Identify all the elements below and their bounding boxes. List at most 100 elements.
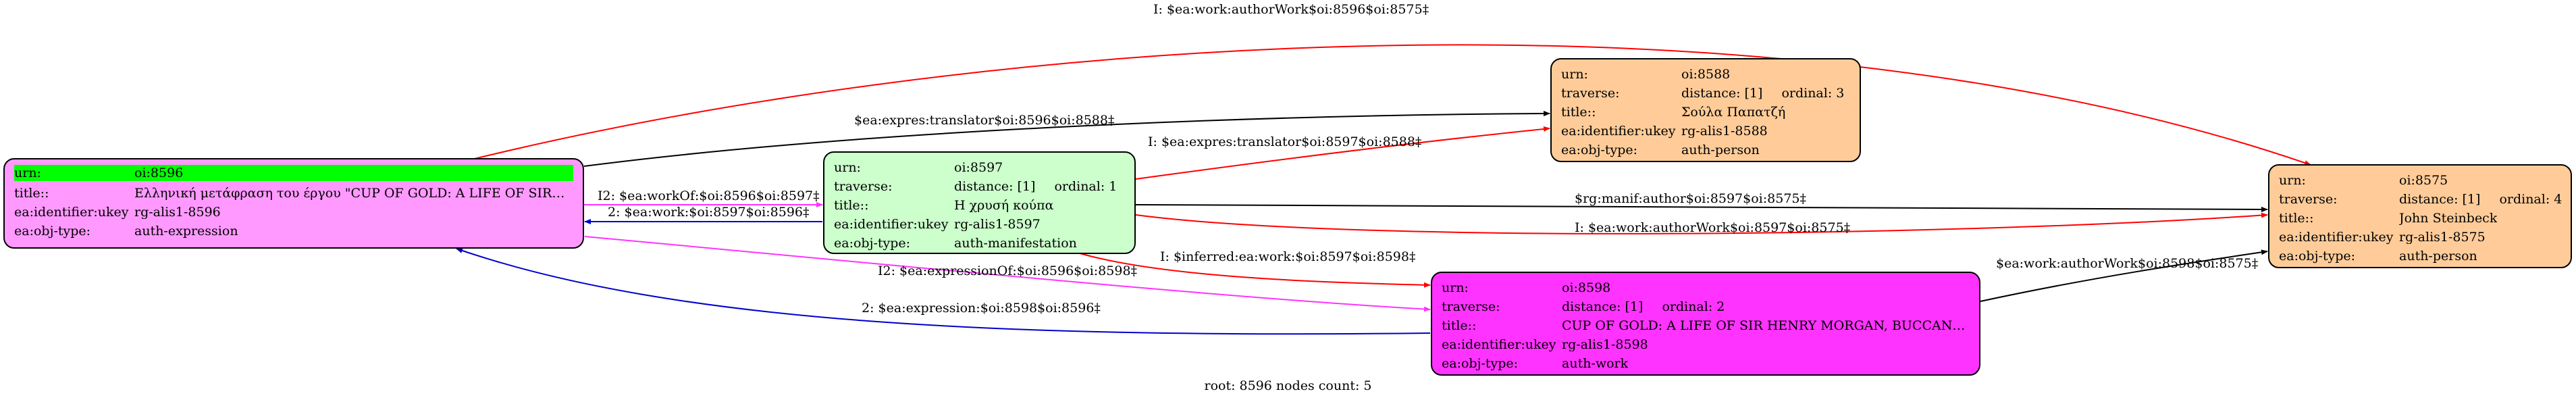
node-8597-title-key: title:: [834, 197, 869, 213]
node-8575-title: John Steinbeck [2399, 211, 2498, 225]
edge-label-work-8597-8596: 2: $ea:work:$oi:8597$oi:8596‡ [608, 205, 810, 220]
node-8596-ident: rg-alis1-8596 [134, 205, 221, 219]
node-8596-urn-key: urn: [14, 165, 41, 180]
edge-label-expression-8598-8596: 2: $ea:expression:$oi:8598$oi:8596‡ [862, 301, 1101, 316]
edge-authorwork-8598-8575 [1980, 249, 2268, 302]
node-8588-traverse-row: traverse: distance: [1] ordinal: 3 [1561, 84, 1850, 103]
node-8598-urn: oi:8598 [1562, 281, 1611, 295]
node-8588-type: auth-person [1681, 143, 1760, 157]
node-8598[interactable]: urn: oi:8598 traverse: distance: [1] ord… [1431, 272, 1980, 376]
node-8596-urn-row: urn: oi:8596 [14, 165, 573, 181]
node-8588-ident-row: ea:identifier:ukey rg-alis1-8588 [1561, 122, 1850, 141]
node-8597-traverse-key: traverse: [834, 178, 893, 194]
node-8588-title: Σούλα Παπατζή [1681, 105, 1786, 119]
node-8596-title-key: title:: [14, 185, 49, 201]
node-8597-distance: distance: [1] [954, 178, 1036, 194]
edge-label-authorwork-8597-8575: I: $ea:work:authorWork$oi:8597$oi:8575‡ [1575, 220, 1850, 235]
node-8588-type-key: ea:obj-type: [1561, 142, 1638, 157]
node-8598-type: auth-work [1562, 357, 1629, 370]
edge-label-expressionof-8596-8598: I2: $ea:expressionOf:$oi:8596$oi:8598‡ [878, 264, 1137, 278]
node-8575-type-key: ea:obj-type: [2279, 248, 2356, 264]
node-8597-urn: oi:8597 [954, 161, 1003, 174]
edge-translator-8597-8588 [1135, 126, 1550, 180]
edge-translator-8596-8588 [583, 111, 1550, 167]
edge-inferred-8597-8598 [1066, 249, 1431, 288]
node-8575-traverse-key: traverse: [2279, 191, 2338, 207]
node-8598-title: CUP OF GOLD: A LIFE OF SIR HENRY MORGAN,… [1562, 319, 1970, 332]
node-8598-type-row: ea:obj-type: auth-work [1442, 354, 1970, 373]
node-8575-type-row: ea:obj-type: auth-person [2279, 247, 2561, 266]
node-8575-traverse-row: traverse: distance: [1] ordinal: 4 [2279, 190, 2562, 209]
node-8588-ordinal: ordinal: 3 [1781, 85, 1845, 101]
node-8597-type-row: ea:obj-type: auth-manifestation [834, 234, 1125, 253]
node-8575-ident-key: ea:identifier:ukey [2279, 229, 2394, 245]
node-8588-urn-row: urn: oi:8588 [1561, 65, 1850, 84]
node-8598-title-key: title:: [1442, 318, 1477, 333]
edge-authorwork-8597-8575 [1135, 212, 2268, 234]
node-8575-urn: oi:8575 [2399, 174, 2448, 187]
edge-label-workof-8596-8597: I2: $ea:workOf:$oi:8596$oi:8597‡ [598, 189, 820, 203]
node-8597[interactable]: urn: oi:8597 traverse: distance: [1] ord… [823, 151, 1136, 254]
node-8588-distance: distance: [1] [1681, 85, 1763, 101]
node-8575-urn-row: urn: oi:8575 [2279, 171, 2561, 190]
edge-manifauthor-8597-8575 [1135, 204, 2268, 212]
edge-expressionof-8596-8598 [584, 236, 1431, 312]
node-8588-urn: oi:8588 [1681, 68, 1731, 81]
node-8598-ident: rg-alis1-8598 [1562, 338, 1648, 351]
node-8598-traverse-row: traverse: distance: [1] ordinal: 2 [1442, 297, 1970, 316]
graph-footer: root: 8596 nodes count: 5 [1204, 378, 1372, 393]
node-8575-title-key: title:: [2279, 210, 2314, 226]
node-8575-urn-key: urn: [2279, 172, 2306, 188]
node-8596-type-row: ea:obj-type: auth-expression [14, 222, 573, 241]
node-8575-ident-row: ea:identifier:ukey rg-alis1-8575 [2279, 228, 2561, 247]
node-8598-type-key: ea:obj-type: [1442, 355, 1519, 371]
node-8575-type: auth-person [2399, 249, 2477, 263]
node-8588-ident: rg-alis1-8588 [1681, 124, 1768, 138]
node-8588[interactable]: urn: oi:8588 traverse: distance: [1] ord… [1550, 58, 1861, 162]
node-8596-title-row: title:: Ελληνική μετάφραση του έργου "CU… [14, 184, 573, 203]
node-8596-ident-row: ea:identifier:ukey rg-alis1-8596 [14, 203, 573, 222]
node-8588-ident-key: ea:identifier:ukey [1561, 123, 1676, 139]
node-8596-urn: oi:8596 [134, 166, 573, 180]
node-8588-type-row: ea:obj-type: auth-person [1561, 141, 1850, 159]
node-8596-type: auth-expression [134, 224, 238, 238]
node-8598-distance: distance: [1] [1562, 299, 1644, 314]
edge-authorwork-8596-8575 [452, 44, 2311, 166]
node-8598-ident-row: ea:identifier:ukey rg-alis1-8598 [1442, 335, 1970, 354]
node-8598-urn-row: urn: oi:8598 [1442, 278, 1970, 297]
edge-label-authorwork-8598-8575: $ea:work:authorWork$oi:8598$oi:8575‡ [1996, 256, 2258, 271]
edge-label-authorwork-8596-8575: I: $ea:work:authorWork$oi:8596$oi:8575‡ [1153, 2, 1429, 17]
node-8575-ident: rg-alis1-8575 [2399, 230, 2486, 244]
edge-label-inferred-8597-8598: I: $inferred:ea:work:$oi:8597$oi:8598‡ [1160, 249, 1416, 264]
node-8588-traverse-key: traverse: [1561, 85, 1620, 101]
node-8596-ident-key: ea:identifier:ukey [14, 204, 129, 220]
node-8596[interactable]: urn: oi:8596 title:: Ελληνική μετάφραση … [3, 158, 584, 249]
node-8598-ordinal: ordinal: 2 [1662, 299, 1725, 314]
node-8597-ident-row: ea:identifier:ukey rg-alis1-8597 [834, 215, 1125, 234]
node-8597-type: auth-manifestation [954, 236, 1077, 250]
node-8597-urn-row: urn: oi:8597 [834, 158, 1125, 177]
node-8596-type-key: ea:obj-type: [14, 223, 91, 239]
node-8588-title-key: title:: [1561, 104, 1596, 120]
node-8588-urn-key: urn: [1561, 66, 1588, 82]
node-8575-ordinal: ordinal: 4 [2499, 191, 2562, 207]
node-8598-ident-key: ea:identifier:ukey [1442, 336, 1556, 352]
node-8597-title-row: title:: Η χρυσή κούπα [834, 196, 1125, 215]
node-8597-ident: rg-alis1-8597 [954, 218, 1041, 231]
node-8598-traverse-key: traverse: [1442, 299, 1500, 314]
node-8588-title-row: title:: Σούλα Παπατζή [1561, 103, 1850, 122]
node-8597-ident-key: ea:identifier:ukey [834, 216, 949, 232]
node-8598-title-row: title:: CUP OF GOLD: A LIFE OF SIR HENRY… [1442, 316, 1970, 335]
node-8597-traverse-row: traverse: distance: [1] ordinal: 1 [834, 177, 1125, 196]
edge-expression-8598-8596 [456, 248, 1431, 335]
node-8597-title: Η χρυσή κούπα [954, 199, 1054, 212]
node-8575[interactable]: urn: oi:8575 traverse: distance: [1] ord… [2268, 164, 2572, 268]
edge-label-translator-8597-8588: I: $ea:expres:translator$oi:8597$oi:8588… [1148, 134, 1421, 149]
node-8598-urn-key: urn: [1442, 280, 1469, 295]
node-8575-title-row: title:: John Steinbeck [2279, 209, 2561, 228]
node-8596-title: Ελληνική μετάφραση του έργου "CUP OF GOL… [134, 186, 567, 200]
node-8575-distance: distance: [1] [2399, 191, 2481, 207]
edge-label-manifauthor-8597-8575: $rg:manif:author$oi:8597$oi:8575‡ [1575, 191, 1806, 206]
node-8597-ordinal: ordinal: 1 [1054, 178, 1118, 194]
